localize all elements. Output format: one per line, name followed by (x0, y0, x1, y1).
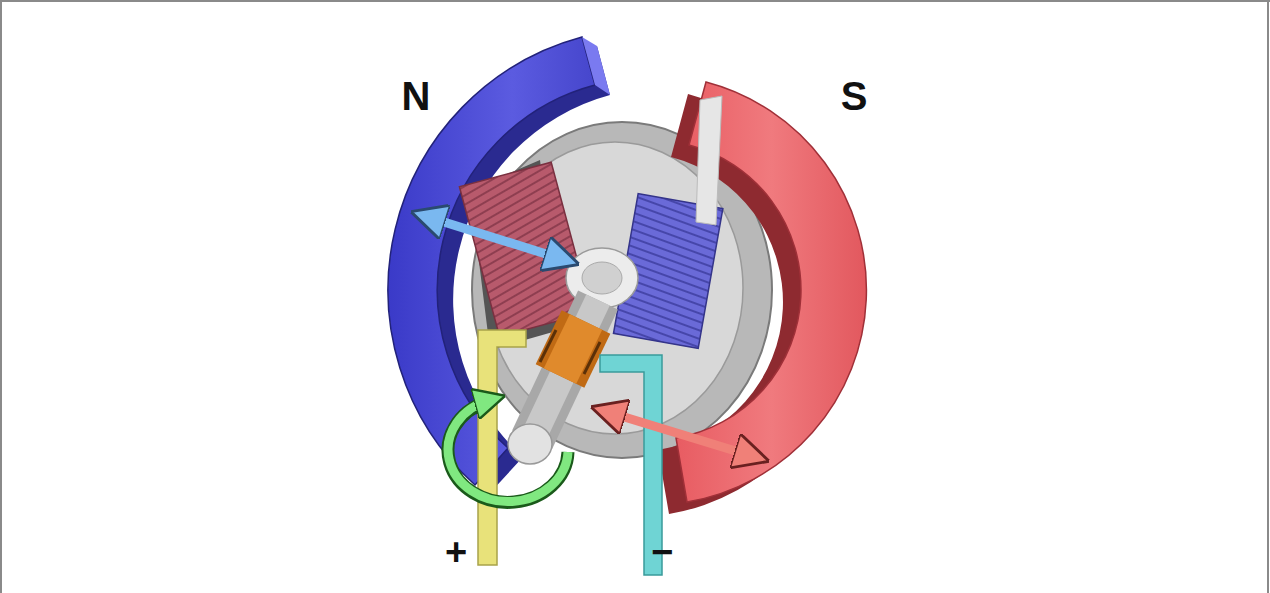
south-magnet (658, 82, 866, 514)
terminal-label: − (651, 533, 673, 571)
positive-brush (478, 330, 526, 565)
pole-label: N (402, 76, 431, 116)
pole-label: S (841, 76, 868, 116)
rotation-arrow (448, 400, 568, 502)
commutator (540, 322, 600, 376)
force-arrow (608, 412, 752, 456)
shaft (508, 300, 598, 464)
terminal-label: + (445, 533, 467, 571)
force-arrow (428, 217, 562, 259)
